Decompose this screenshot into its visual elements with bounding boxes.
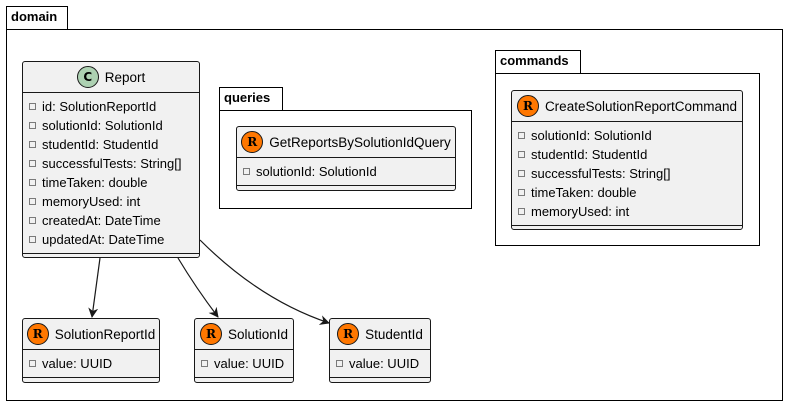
package-tab-domain: domain [6, 6, 68, 30]
arrow-report-to-solution-id [177, 257, 219, 318]
private-visibility-icon [243, 168, 250, 175]
attribute: solutionId: SolutionId [23, 116, 199, 135]
attribute-list: solutionId: SolutionId studentId: Studen… [512, 122, 742, 226]
record-r-icon: R [199, 323, 222, 345]
record-solution-report-id[interactable]: R SolutionReportId value: UUID [22, 318, 160, 383]
private-visibility-icon [29, 122, 36, 129]
record-student-id[interactable]: R StudentId value: UUID [329, 318, 431, 383]
attribute-list: value: UUID [330, 350, 430, 378]
attribute: value: UUID [330, 354, 430, 373]
class-report[interactable]: C Report id: SolutionReportId solutionId… [22, 61, 200, 258]
record-r-icon: R [337, 323, 360, 345]
package-label-commands: commands [500, 53, 569, 68]
attribute: id: SolutionReportId [23, 97, 199, 116]
attribute: createdAt: DateTime [23, 211, 199, 230]
class-header: R CreateSolutionReportCommand [512, 91, 742, 122]
package-tab-commands: commands [495, 50, 581, 74]
attribute-list: id: SolutionReportId solutionId: Solutio… [23, 93, 199, 254]
private-visibility-icon [518, 132, 525, 139]
package-label-queries: queries [224, 90, 271, 105]
package-tab-queries: queries [219, 87, 283, 111]
attribute: timeTaken: double [23, 173, 199, 192]
arrow-report-to-solution-report-id [88, 257, 101, 318]
private-visibility-icon [518, 151, 525, 158]
class-name: GetReportsBySolutionIdQuery [269, 134, 451, 150]
record-r-icon: R [241, 131, 264, 153]
attribute: memoryUsed: int [512, 202, 742, 221]
private-visibility-icon [29, 160, 36, 167]
record-solution-id[interactable]: R SolutionId value: UUID [194, 318, 294, 383]
class-c-icon: C [76, 66, 99, 88]
attribute-list: value: UUID [195, 350, 293, 378]
class-header: C Report [23, 62, 199, 93]
record-r-icon: R [26, 323, 49, 345]
attribute: solutionId: SolutionId [512, 126, 742, 145]
private-visibility-icon [29, 236, 36, 243]
private-visibility-icon [29, 217, 36, 224]
private-visibility-icon [518, 170, 525, 177]
attribute: successfulTests: String[] [23, 154, 199, 173]
class-header: R StudentId [330, 319, 430, 350]
class-header: R GetReportsBySolutionIdQuery [237, 127, 455, 158]
attribute: memoryUsed: int [23, 192, 199, 211]
attribute: solutionId: SolutionId [237, 162, 455, 181]
attribute: studentId: StudentId [512, 145, 742, 164]
class-name: StudentId [365, 326, 423, 342]
class-header: R SolutionReportId [23, 319, 159, 350]
class-name: Report [104, 69, 146, 85]
package-label-domain: domain [11, 9, 58, 24]
private-visibility-icon [518, 208, 525, 215]
attribute: successfulTests: String[] [512, 164, 742, 183]
private-visibility-icon [29, 360, 36, 367]
private-visibility-icon [29, 179, 36, 186]
private-visibility-icon [201, 360, 208, 367]
attribute: timeTaken: double [512, 183, 742, 202]
record-r-icon: R [516, 95, 539, 117]
attribute: updatedAt: DateTime [23, 230, 199, 249]
arrow-report-to-student-id [199, 239, 330, 325]
class-name: SolutionId [227, 326, 289, 342]
private-visibility-icon [29, 103, 36, 110]
private-visibility-icon [29, 141, 36, 148]
private-visibility-icon [518, 189, 525, 196]
private-visibility-icon [29, 198, 36, 205]
class-name: SolutionReportId [54, 326, 156, 342]
class-header: R SolutionId [195, 319, 293, 350]
attribute: value: UUID [195, 354, 293, 373]
private-visibility-icon [336, 360, 343, 367]
record-get-reports-by-solution-id-query[interactable]: R GetReportsBySolutionIdQuery solutionId… [236, 126, 456, 191]
class-name: CreateSolutionReportCommand [544, 98, 738, 114]
attribute-list: solutionId: SolutionId [237, 158, 455, 186]
attribute: value: UUID [23, 354, 159, 373]
attribute-list: value: UUID [23, 350, 159, 378]
record-create-solution-report-command[interactable]: R CreateSolutionReportCommand solutionId… [511, 90, 743, 230]
attribute: studentId: StudentId [23, 135, 199, 154]
